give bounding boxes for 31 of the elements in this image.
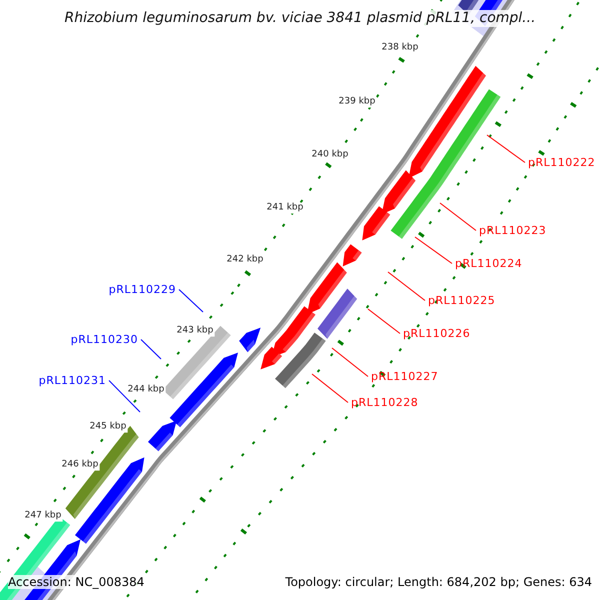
tick-label: 243 kbp [176,326,214,336]
tick-label: 240 kbp [310,150,350,160]
tick-label: 247 kbp [24,510,62,522]
leader-line [108,380,140,412]
leader-line [178,289,204,312]
tick-label: 241 kbp [266,202,304,214]
leader-line [312,374,348,403]
gene-label: pRL110231 [38,374,106,387]
footer-text: Topology: circular; Length: 684,202 bp; Genes: 634 [285,575,592,590]
tick-label: 239 kbp [338,96,376,108]
leader-line [332,348,368,377]
gene-label: pRL110228 [351,396,418,409]
leader-line [440,202,476,231]
tick-label: 245 kbp [88,422,128,432]
gene-label: pRL110230 [70,333,138,346]
leader-line [140,339,162,360]
tick-label: 242 kbp [226,254,264,266]
gene-label: pRL110226 [403,327,470,340]
tick-label: 244 kbp [126,384,166,396]
tick-label: 246 kbp [60,460,100,470]
gene-label: pRL110224 [455,257,522,270]
gene-label: pRL110222 [528,156,596,169]
gene-label: pRL110229 [108,283,176,296]
footer-text: Accession: NC_008384 [8,575,144,590]
gene-label: pRL110225 [428,294,496,307]
tick-label: 238 kbp [380,42,420,54]
leader-line [388,272,426,301]
leader-line [486,134,526,163]
gene-label: pRL110227 [371,370,438,383]
gene-label: pRL110223 [479,224,546,237]
leader-line [414,236,452,264]
